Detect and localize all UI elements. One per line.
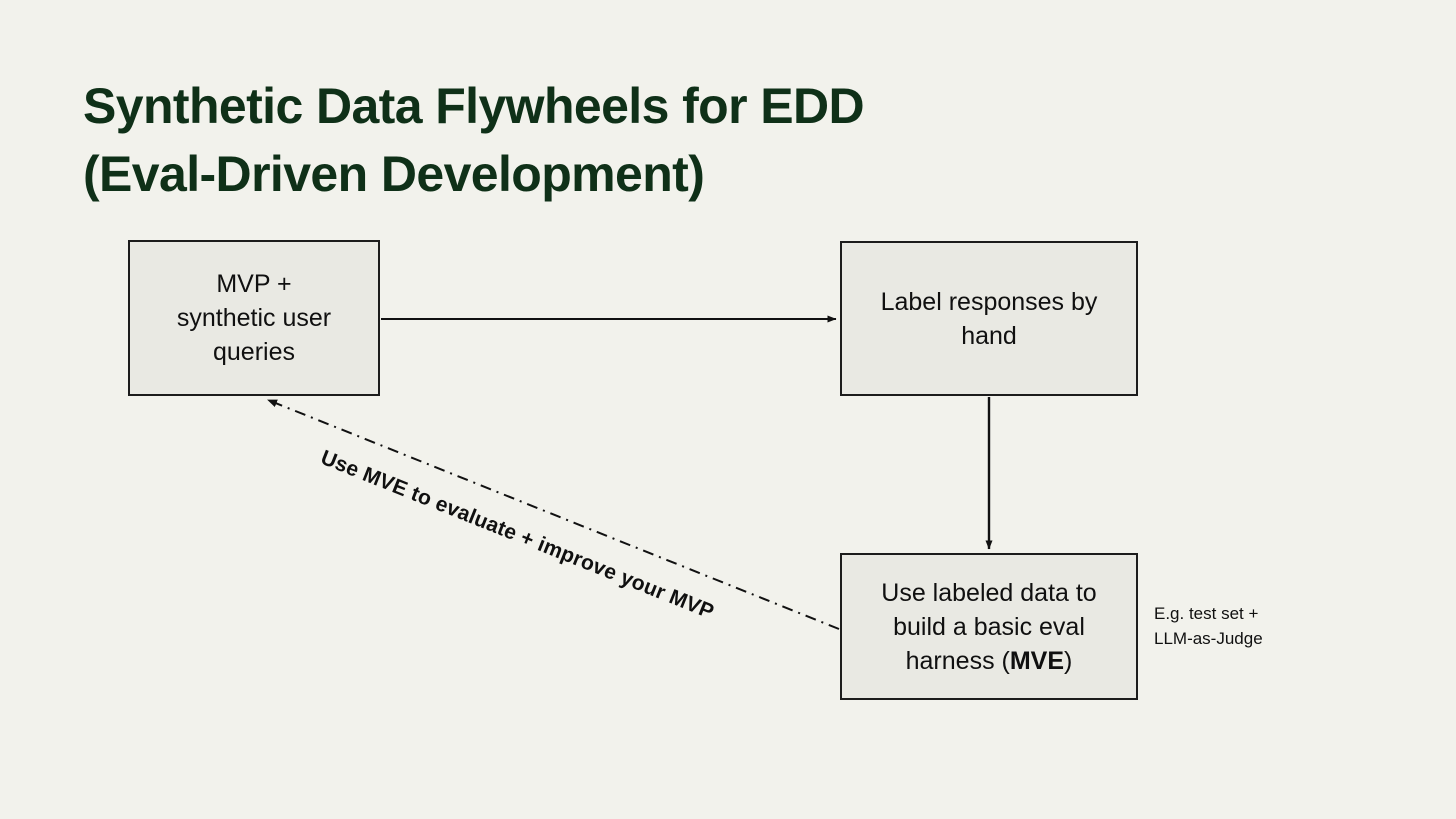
eval-harness-note: E.g. test set + LLM-as-Judge (1154, 604, 1263, 648)
node-label: MVP + synthetic user queries (176, 270, 332, 366)
flowchart-node-label-by-hand[interactable]: Label responses by hand (840, 241, 1138, 396)
node-label: Label responses by hand (880, 287, 1098, 350)
flowchart-node-mvp[interactable]: MVP + synthetic user queries (128, 240, 380, 396)
node-label-suffix: ) (1064, 646, 1073, 675)
page-title: Synthetic Data Flywheels for EDD (Eval-D… (83, 77, 865, 202)
node-label-emphasis: MVE (1009, 646, 1065, 675)
edge-harness-to-mvp (267, 399, 840, 630)
node-label: Use labeled data to build a basic eval h… (881, 576, 1096, 678)
node-label-prefix: Use labeled data to build a basic eval h… (881, 578, 1097, 675)
flowchart-node-eval-harness[interactable]: Use labeled data to build a basic eval h… (840, 553, 1138, 700)
